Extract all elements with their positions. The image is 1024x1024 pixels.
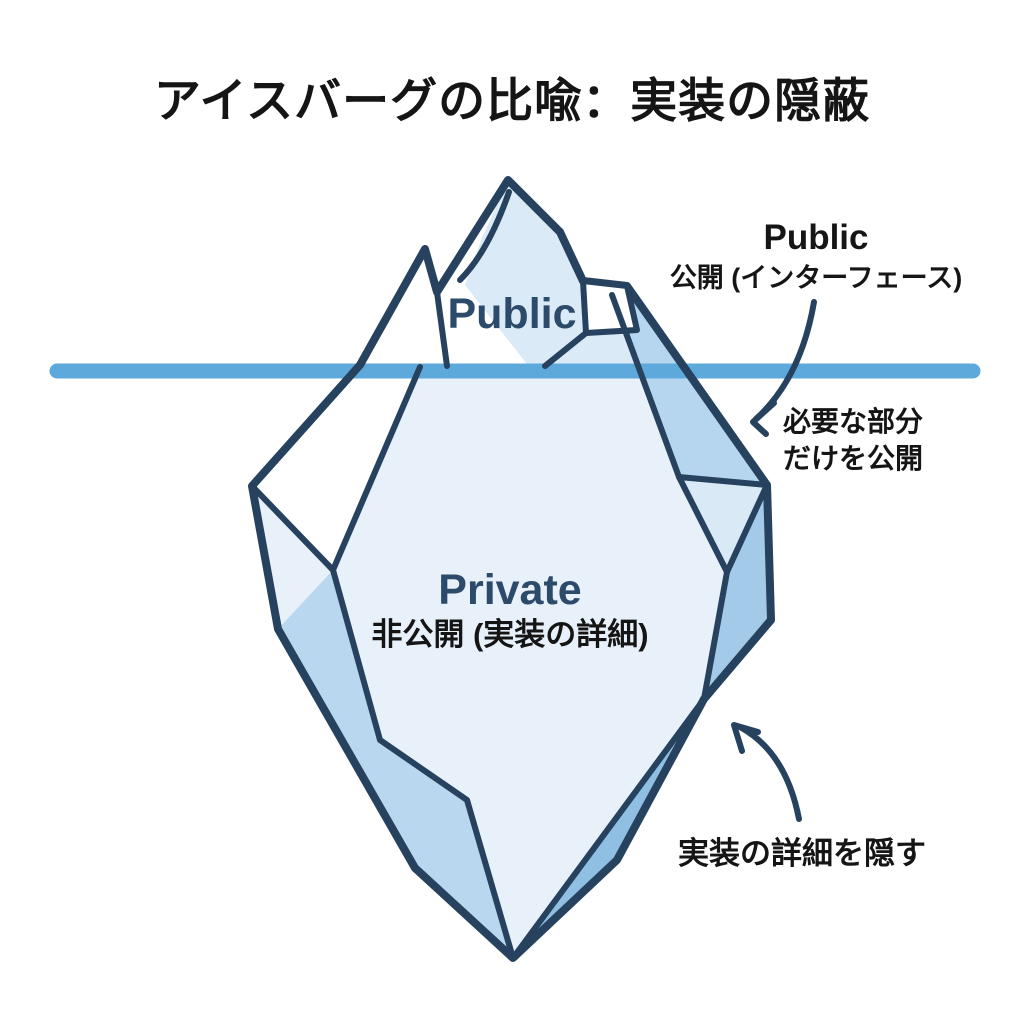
summit-ridge-line bbox=[434, 289, 450, 369]
left-keel-line bbox=[330, 567, 516, 961]
left-corner-line bbox=[249, 483, 336, 573]
summit-curve-line bbox=[457, 189, 512, 283]
expose-line2: だけを公開 bbox=[783, 443, 923, 474]
left-facet-line bbox=[330, 364, 423, 573]
right-v-right-line bbox=[724, 482, 770, 575]
hide-arrowhead-icon bbox=[731, 722, 761, 754]
public-arrow bbox=[753, 299, 817, 422]
hide-arrow bbox=[737, 724, 802, 822]
public-annotation: Public 公開 (インターフェース) bbox=[670, 218, 963, 437]
right-keel-line bbox=[510, 569, 730, 961]
expose-line1: 必要な部分 bbox=[783, 406, 923, 437]
right-strip-line bbox=[609, 292, 682, 480]
notch-tail-line bbox=[542, 330, 589, 369]
right-ridge-line bbox=[676, 474, 770, 488]
right-notch bbox=[580, 278, 640, 336]
public-annotation-title: Public bbox=[763, 218, 868, 257]
underwater-white-facet bbox=[252, 365, 420, 570]
underwater-left-band-facet bbox=[278, 570, 513, 958]
expose-annotation: 必要な部分 だけを公開 bbox=[783, 406, 923, 474]
right-lower-facet bbox=[704, 485, 771, 699]
right-v-facet bbox=[679, 477, 767, 572]
iceberg-linework bbox=[248, 176, 775, 962]
private-sublabel: 非公開 (実装の詳細) bbox=[371, 617, 648, 652]
figure-title: アイスバーグの比喩：実装の隠蔽 bbox=[153, 74, 871, 127]
public-arrowhead-icon bbox=[750, 400, 777, 437]
public-label: Public bbox=[447, 290, 576, 338]
private-label: Private bbox=[438, 566, 581, 614]
right-v-left-line bbox=[676, 474, 730, 575]
hide-label: 実装の詳細を隠す bbox=[678, 836, 926, 871]
hide-annotation: 実装の詳細を隠す bbox=[678, 722, 926, 871]
public-annotation-subtitle: 公開 (インターフェース) bbox=[670, 263, 963, 293]
